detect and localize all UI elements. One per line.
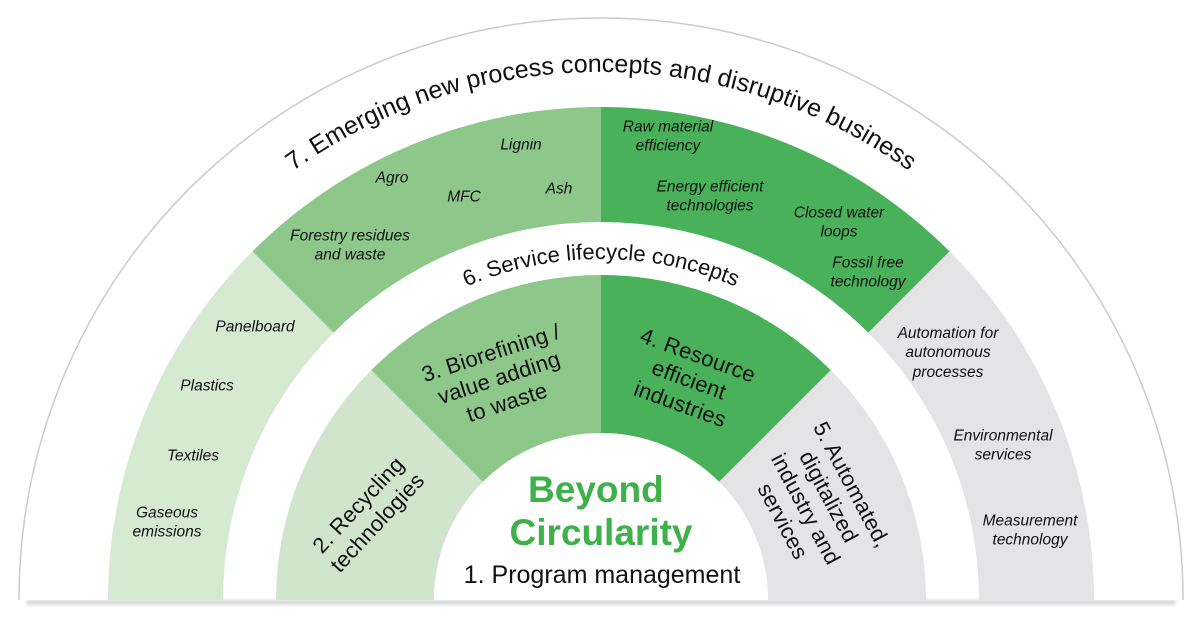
segment-5-automated-arc xyxy=(719,370,926,600)
item-panelboard: Panelboard xyxy=(215,318,295,336)
item-automation-autonomous: Automation for autonomous processes xyxy=(897,324,999,381)
item-mfc: MFC xyxy=(447,188,481,206)
program-management-label: 1. Program management xyxy=(464,561,741,589)
item-lignin: Lignin xyxy=(500,136,542,154)
outer-segment-biorefining-arc xyxy=(252,107,601,333)
outer-segment-automated-arc xyxy=(868,251,1094,600)
item-energy-efficient-technologies: Energy efficient technologies xyxy=(656,178,764,215)
item-ash: Ash xyxy=(545,180,573,198)
center-title: Beyond Circularity xyxy=(509,469,692,553)
item-environmental-services: Environmental services xyxy=(953,427,1053,464)
segment-3-biorefining-arc xyxy=(371,275,601,482)
item-gaseous-emissions: Gaseous emissions xyxy=(132,504,202,541)
item-agro: Agro xyxy=(375,169,409,187)
item-raw-material-efficiency: Raw material efficiency xyxy=(622,118,714,155)
center-dome xyxy=(434,433,768,600)
item-closed-water-loops: Closed water loops xyxy=(793,204,885,241)
item-measurement-technology: Measurement technology xyxy=(982,512,1078,549)
outer-segment-recycling-arc xyxy=(108,251,334,600)
outer-segment-resource-arc xyxy=(601,107,950,333)
ring7-outline-arc xyxy=(18,17,1184,601)
segment-2-recycling-arc xyxy=(276,370,483,600)
item-plastics: Plastics xyxy=(180,377,234,395)
item-forestry-residues: Forestry residues and waste xyxy=(290,227,410,264)
baseline-shadow xyxy=(26,600,1176,605)
item-textiles: Textiles xyxy=(167,447,219,465)
segment-4-resource-arc xyxy=(601,275,831,482)
item-fossil-free-technology: Fossil free technology xyxy=(830,254,906,291)
ring7-band xyxy=(19,18,1183,600)
